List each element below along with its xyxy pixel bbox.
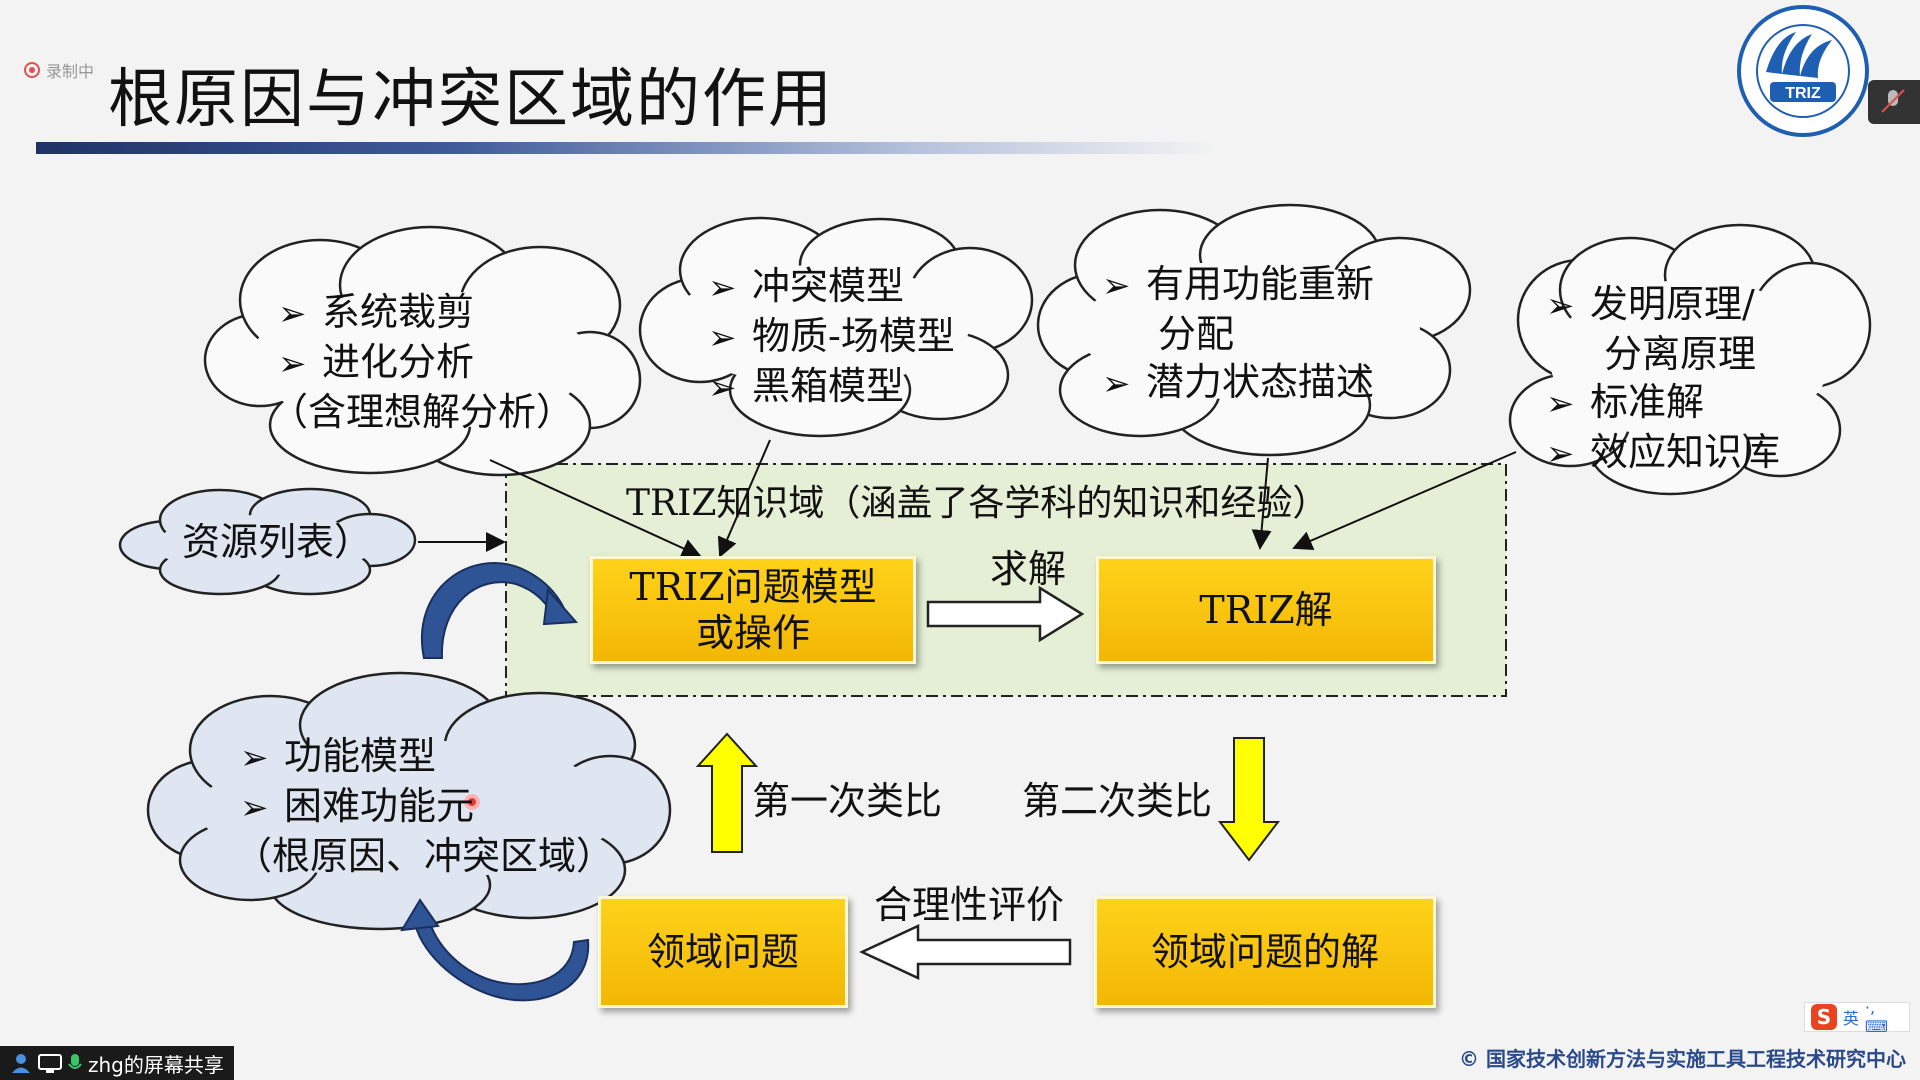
bullet-icon: ➢ <box>1546 434 1575 474</box>
list-item: ➢ 潜力状态描述 <box>1102 358 1374 408</box>
recording-indicator: 录制中 <box>24 58 94 82</box>
item-label: 黑箱模型 <box>752 364 905 408</box>
arrow-cloud4-to-solution <box>1292 451 1517 551</box>
list-item: ➢ 有用功能重新 <box>1102 260 1374 310</box>
list-item: ➢ 发明原理/ <box>1546 280 1780 330</box>
user-icon <box>12 1054 30 1073</box>
bullet-icon: ➢ <box>240 788 269 828</box>
triz-solution-box: TRIZ解 <box>1096 556 1436 664</box>
bullet-icon: ➢ <box>278 294 307 334</box>
sogou-ime-icon: S <box>1811 1004 1837 1030</box>
cloud-resources-text: 资源列表） <box>182 520 373 564</box>
triz-problem-model-box: TRIZ问题模型 或操作 <box>590 556 916 664</box>
ime-indicator[interactable]: S 英 ·, ⌨ <box>1804 998 1910 1036</box>
bullet-icon: ➢ <box>278 344 307 384</box>
box-line: 或操作 <box>695 611 810 655</box>
screen-share-badge[interactable]: zhg的屏幕共享 <box>0 1046 234 1080</box>
cloud-function <box>1036 203 1472 457</box>
arrow-cloud1-to-model <box>489 459 702 558</box>
mic-toggle-button[interactable] <box>1868 80 1920 124</box>
cloud-root-cause-text: ➢ 功能模型 ➢ 困难功能元 （根原因、冲突区域） <box>234 732 614 880</box>
arrow-cloud3-to-solution <box>1251 457 1272 550</box>
footer-copyright: © 国家技术创新方法与实施工具工程技术研究中心 <box>1459 1047 1906 1071</box>
bullet-icon: ➢ <box>1546 286 1575 326</box>
cloud-principles-text: ➢ 发明原理/ 分离原理 ➢ 标准解 ➢ 效应知识库 <box>1546 280 1780 478</box>
arrow-cloud2-to-model <box>717 439 771 558</box>
bullet-icon: ➢ <box>240 738 269 778</box>
logo: TRIZ <box>1736 4 1870 138</box>
first-analogy-label: 第一次类比 <box>752 779 943 823</box>
list-item: ➢ 效应知识库 <box>1546 428 1780 478</box>
box-line: TRIZ问题模型 <box>629 565 877 609</box>
curved-arrow-down-head <box>400 898 440 932</box>
item-label: 潜力状态描述 <box>1146 360 1375 404</box>
item-label: 标准解 <box>1590 380 1705 424</box>
item-note: （根原因、冲突区域） <box>234 834 615 878</box>
title-underline <box>36 142 1216 154</box>
triz-domain-label: TRIZ知识域（涵盖了各学科的知识和经验） <box>626 483 1329 524</box>
svg-text:TRIZ: TRIZ <box>1785 85 1821 102</box>
cloud-principles <box>1508 223 1872 496</box>
bullet-icon: ➢ <box>708 368 737 408</box>
cloud-models <box>638 216 1034 438</box>
item-continuation: 分离原理 <box>1604 332 1757 376</box>
cloud-function-text: ➢ 有用功能重新 分配 ➢ 潜力状态描述 <box>1102 260 1374 408</box>
item-note: （含理想解分析） <box>270 390 575 434</box>
cloud-models-text: ➢ 冲突模型 ➢ 物质-场模型 ➢ 黑箱模型 <box>708 262 955 412</box>
box-line: TRIZ解 <box>1199 588 1333 632</box>
bullet-icon: ➢ <box>1102 364 1131 404</box>
list-item: ➢ 黑箱模型 <box>708 362 955 412</box>
recording-label: 录制中 <box>46 62 95 81</box>
page-title: 根原因与冲突区域的作用 <box>108 63 834 137</box>
mic-icon <box>68 1054 82 1069</box>
list-item: ➢ 系统裁剪 <box>278 288 574 338</box>
bullet-icon: ➢ <box>708 268 737 308</box>
item-label: 功能模型 <box>284 734 437 778</box>
item-label: 发明原理/ <box>1590 282 1755 326</box>
screen-icon <box>38 1054 62 1073</box>
item-label: 有用功能重新 <box>1146 262 1375 306</box>
list-item: ➢ 功能模型 <box>240 732 614 782</box>
domain-problem-box: 领域问题 <box>598 896 848 1008</box>
bullet-icon: ➢ <box>1546 384 1575 424</box>
item-label: 困难功能元 <box>284 784 475 828</box>
second-analogy-label: 第二次类比 <box>1022 779 1213 823</box>
cloud-root-cause <box>146 671 672 931</box>
second-analogy-arrow <box>1217 737 1281 862</box>
screen-share-label: zhg的屏幕共享 <box>88 1052 224 1077</box>
bullet-icon: ➢ <box>1102 266 1131 306</box>
curved-arrow-down <box>412 914 590 1002</box>
cloud-analysis-text: ➢ 系统裁剪 ➢ 进化分析 （含理想解分析） <box>270 288 574 436</box>
item-label: 效应知识库 <box>1590 430 1781 474</box>
box-line: 领域问题 <box>646 930 799 974</box>
solve-arrow <box>926 585 1085 643</box>
pointer-icon <box>464 794 480 810</box>
item-label: 系统裁剪 <box>322 290 475 334</box>
list-item: ➢ 物质-场模型 <box>708 312 955 362</box>
item-label: 进化分析 <box>322 340 475 384</box>
evaluation-label: 合理性评价 <box>874 883 1065 927</box>
domain-solution-box: 领域问题的解 <box>1094 896 1436 1008</box>
cloud-analysis <box>203 225 642 477</box>
mic-off-icon <box>1881 89 1905 113</box>
item-continuation: 分配 <box>1158 312 1235 356</box>
list-item: ➢ 标准解 <box>1546 378 1780 428</box>
solve-label: 求解 <box>990 547 1067 591</box>
ime-extra: ·, ⌨ <box>1864 998 1888 1036</box>
item-label: 冲突模型 <box>752 264 905 308</box>
record-icon <box>24 62 40 78</box>
item-label: 物质-场模型 <box>752 314 955 358</box>
ime-lang: 英 <box>1842 1009 1859 1028</box>
curved-arrow-up-head <box>542 587 579 626</box>
bullet-icon: ➢ <box>708 318 737 358</box>
first-analogy-arrow <box>695 732 759 853</box>
cloud-resources <box>118 487 417 596</box>
triz-logo-icon: TRIZ <box>1737 5 1869 137</box>
evaluation-arrow <box>859 924 1072 980</box>
list-item: ➢ 进化分析 <box>278 338 574 388</box>
list-item: ➢ 冲突模型 <box>708 262 955 312</box>
list-item: ➢ 困难功能元 <box>240 782 614 832</box>
box-line: 领域问题的解 <box>1150 930 1379 974</box>
